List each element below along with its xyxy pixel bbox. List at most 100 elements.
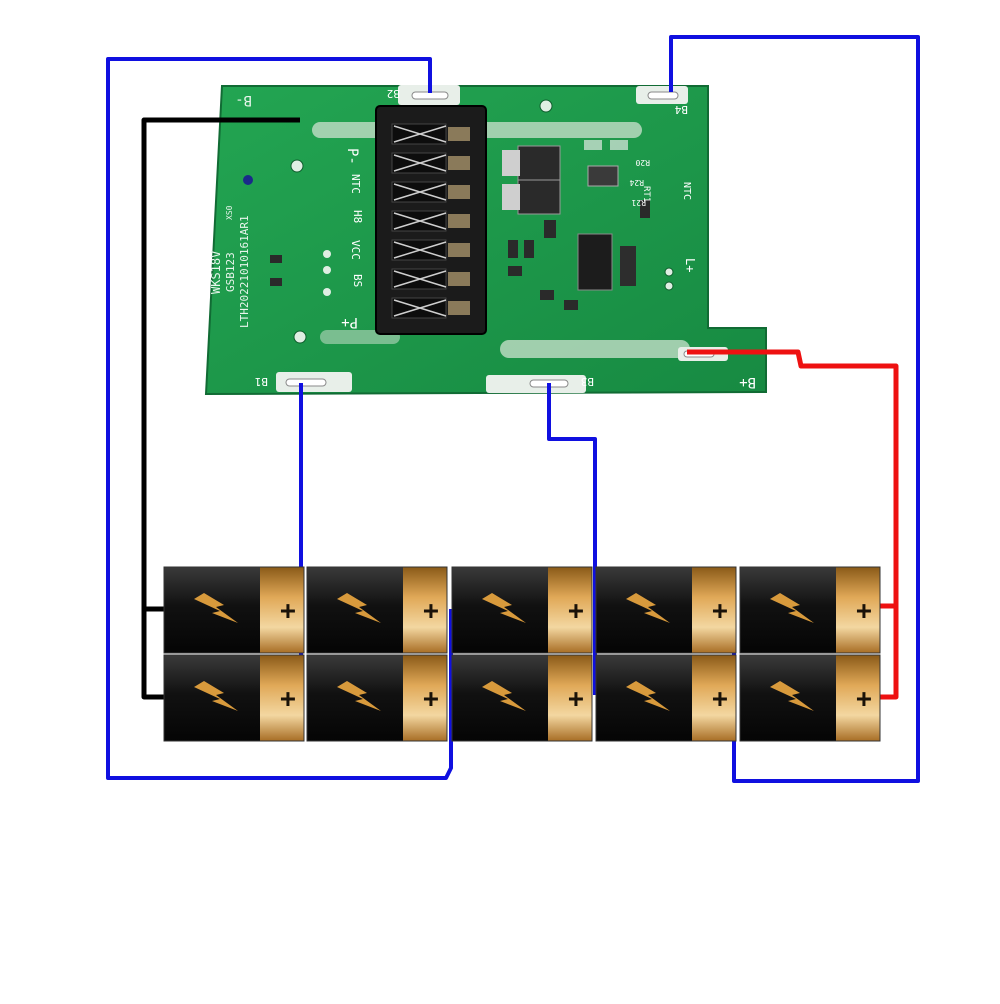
lightning-bolt-icon bbox=[194, 681, 238, 711]
connector-pin bbox=[391, 297, 470, 319]
wire-b-plus-red bbox=[687, 349, 899, 700]
label-r21: R21 bbox=[631, 198, 646, 207]
battery-cell: + bbox=[306, 566, 448, 654]
lightning-bolt-icon bbox=[770, 681, 814, 711]
label-l-plus: L+ bbox=[683, 258, 697, 272]
lightning-bolt-icon bbox=[770, 593, 814, 623]
label-p-minus: P- bbox=[344, 148, 360, 165]
wire-b2-blue bbox=[106, 57, 453, 780]
label-rt1: RT1 bbox=[641, 186, 651, 202]
smd-component bbox=[640, 200, 650, 218]
label-vcc: VCC bbox=[349, 240, 362, 260]
label-h8: H8 bbox=[351, 210, 364, 223]
connector-pin bbox=[391, 152, 470, 174]
wire-b4-blue bbox=[669, 35, 920, 783]
battery-cell: + bbox=[739, 654, 881, 742]
smd-component bbox=[508, 266, 522, 276]
battery-plus-terminal: + bbox=[280, 684, 296, 714]
capacitor bbox=[587, 165, 619, 187]
battery-cell: + bbox=[595, 566, 737, 654]
connector-pin bbox=[391, 181, 470, 203]
lightning-bolt-icon bbox=[194, 593, 238, 623]
smd-component bbox=[564, 300, 578, 310]
board-text-line-3: LTH20221010161AR1 bbox=[238, 215, 251, 328]
board-text-line-1: WKS18V bbox=[209, 251, 223, 294]
battery-cell: + bbox=[595, 654, 737, 742]
label-b-minus: B- bbox=[235, 92, 252, 108]
battery-cell: + bbox=[739, 566, 881, 654]
label-b4: B4 bbox=[674, 103, 688, 116]
pad-b1-slot bbox=[285, 378, 327, 387]
mounting-hole bbox=[664, 267, 674, 277]
battery-plus-terminal: + bbox=[712, 684, 728, 714]
label-r20: R20 bbox=[635, 158, 650, 167]
lightning-bolt-icon bbox=[626, 593, 670, 623]
smd-component bbox=[544, 220, 556, 238]
battery-plus-terminal: + bbox=[712, 596, 728, 626]
label-b2: B2 bbox=[387, 87, 400, 100]
battery-plus-terminal: + bbox=[856, 684, 872, 714]
mounting-hole bbox=[290, 159, 304, 173]
battery-plus-terminal: + bbox=[280, 596, 296, 626]
wires bbox=[106, 35, 920, 783]
connector-pins bbox=[391, 123, 470, 319]
smd-component bbox=[270, 255, 282, 263]
smd-component bbox=[508, 240, 518, 258]
label-ntc-right: NTC bbox=[681, 182, 692, 200]
lightning-bolt-icon bbox=[482, 593, 526, 623]
connector-pin bbox=[391, 268, 470, 290]
pad-b2-slot bbox=[411, 91, 449, 100]
mosfet-2-tab bbox=[502, 184, 520, 210]
smd-component bbox=[524, 240, 534, 258]
test-point bbox=[323, 288, 331, 296]
pad-b4-slot bbox=[647, 91, 679, 100]
label-b1: B1 bbox=[255, 375, 268, 388]
wire-b-minus-black bbox=[141, 117, 300, 700]
battery-plus-terminal: + bbox=[856, 596, 872, 626]
battery-plus-terminal: + bbox=[423, 684, 439, 714]
label-r24: R24 bbox=[629, 178, 644, 187]
battery-plus-terminal: + bbox=[423, 596, 439, 626]
battery-cell: + bbox=[306, 654, 448, 742]
battery-plus-terminal: + bbox=[568, 596, 584, 626]
lightning-bolt-icon bbox=[337, 681, 381, 711]
smd-component bbox=[270, 278, 282, 286]
controller-chip bbox=[577, 233, 613, 291]
label-b-plus: B+ bbox=[739, 374, 756, 390]
smd-component bbox=[584, 140, 602, 150]
connector-pin bbox=[391, 239, 470, 261]
battery-cell: + bbox=[451, 654, 593, 742]
label-p-plus: P+ bbox=[341, 314, 358, 330]
lightning-bolt-icon bbox=[482, 681, 526, 711]
battery-cell: + bbox=[163, 654, 305, 742]
battery-pack: + + + + + + + + + + bbox=[163, 566, 881, 742]
label-b3: B3 bbox=[581, 375, 594, 388]
battery-cell: + bbox=[163, 566, 305, 654]
board-code-xs: XS0 bbox=[225, 205, 234, 220]
lightning-bolt-icon bbox=[626, 681, 670, 711]
battery-cell: + bbox=[451, 566, 593, 654]
smd-component bbox=[540, 290, 554, 300]
mosfet-1-tab bbox=[502, 150, 520, 176]
test-point bbox=[323, 250, 331, 258]
label-ntc: NTC bbox=[349, 174, 362, 194]
lightning-bolt-icon bbox=[337, 593, 381, 623]
connector-pin bbox=[391, 210, 470, 232]
board-text-line-2: GSB123 bbox=[224, 252, 237, 292]
mounting-hole bbox=[539, 99, 553, 113]
pcb-copper-pad-bottom bbox=[500, 340, 690, 358]
mounting-hole bbox=[293, 330, 307, 344]
mosfet-2 bbox=[517, 179, 561, 215]
label-bs: BS bbox=[351, 274, 364, 287]
test-point bbox=[323, 266, 331, 274]
battery-plus-terminal: + bbox=[568, 684, 584, 714]
bms-board: B- B2 B4 B1 B3 B+ P- NTC H8 VCC BS P+ NT… bbox=[204, 85, 767, 396]
mounting-hole bbox=[664, 281, 674, 291]
mosfet-1 bbox=[517, 145, 561, 181]
terminal-connector bbox=[375, 105, 487, 335]
blue-indicator-dot bbox=[243, 175, 253, 185]
smd-component bbox=[610, 140, 628, 150]
wire-b3-blue bbox=[547, 383, 597, 695]
resistor-array bbox=[620, 246, 636, 286]
